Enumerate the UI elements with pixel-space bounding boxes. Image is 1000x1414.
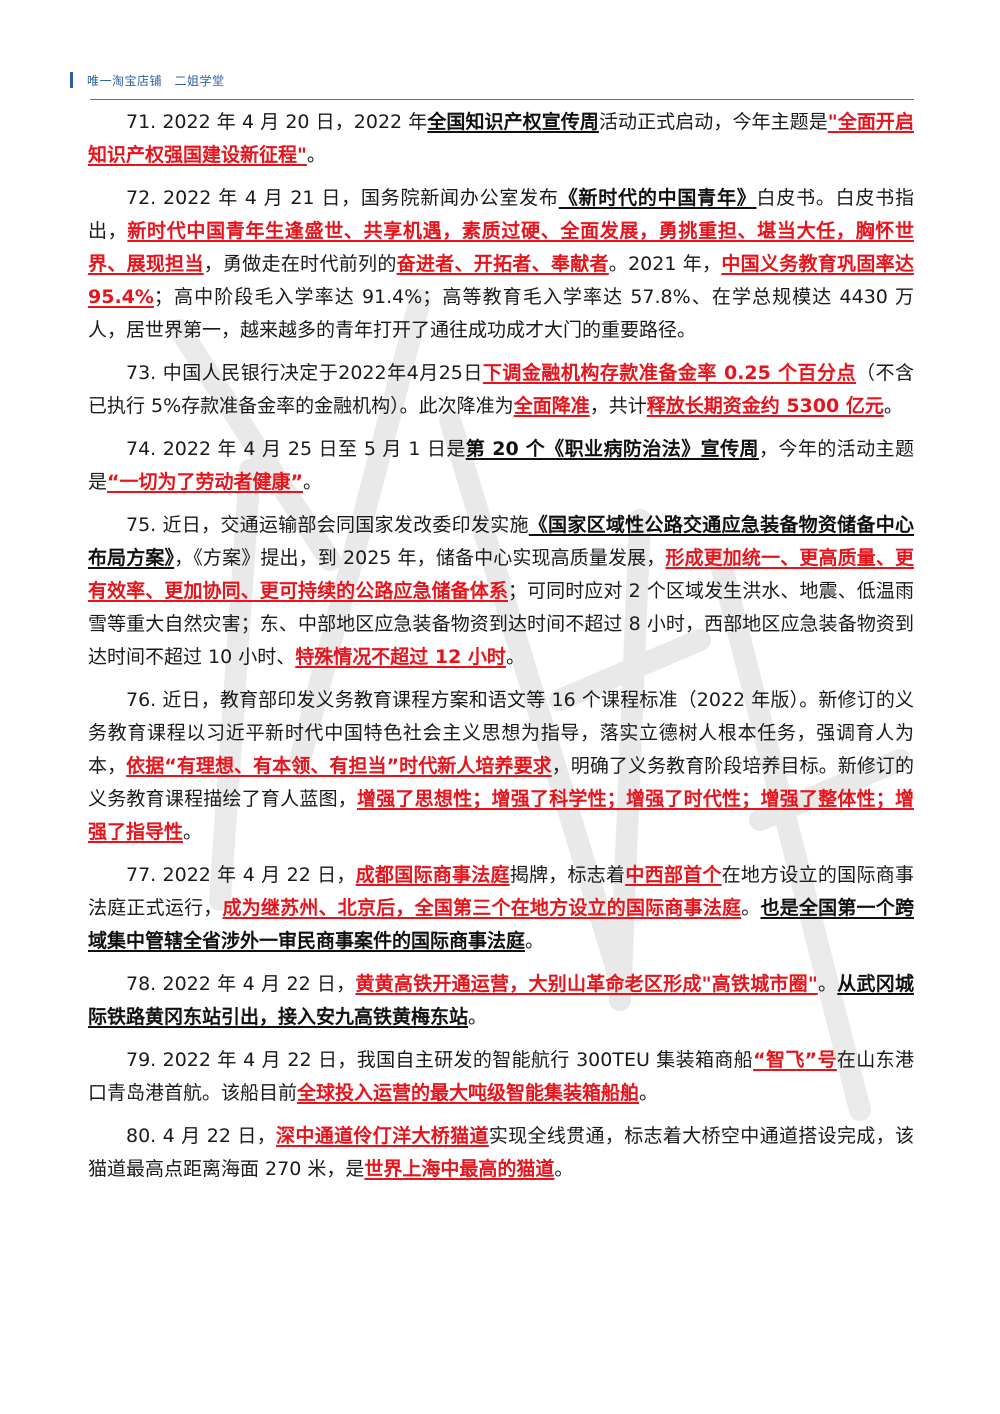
body-text: 79. 2022 年 4 月 22 日，我国自主研发的智能航行 300TEU 集… — [126, 1049, 754, 1071]
highlight-bold-text: 《新时代的中国青年》 — [558, 187, 757, 209]
body-text: 。 — [883, 395, 903, 417]
body-text: 。 — [306, 144, 326, 166]
highlight-red-text: 释放长期资金约 5300 亿元 — [646, 395, 884, 417]
body-text: ；高中阶段毛入学率达 91.4%；高等教育毛入学率达 57.8%、在学总规模达 … — [88, 286, 914, 341]
body-text: 。 — [183, 821, 203, 843]
highlight-red-text: 奋进者、开拓者、奉献者 — [396, 253, 609, 275]
body-text: 74. 2022 年 4 月 25 日至 5 月 1 日是 — [126, 438, 466, 460]
highlight-red-text: "全面开启知识产权强国建设新征程" — [88, 111, 914, 166]
header-divider — [90, 99, 914, 100]
body-text: 实现全线贯通，标志着大桥空中通道搭设完成，该猫道最高点距离海面 270 米，是 — [88, 1125, 914, 1180]
body-text: 71. 2022 年 4 月 20 日，2022 年 — [126, 111, 428, 133]
body-text: 80. 4 月 22 日， — [126, 1125, 277, 1147]
body-text: 。 — [468, 1006, 488, 1028]
highlight-red-text: “一切为了劳动者健康” — [107, 471, 303, 493]
header-accent-bar — [70, 72, 73, 88]
news-item-74: 74. 2022 年 4 月 25 日至 5 月 1 日是第 20 个《职业病防… — [88, 433, 914, 499]
body-text: ，勇做走在时代前列的 — [203, 253, 397, 275]
body-text: ，《方案》提出，到 2025 年，储备中心实现高质量发展， — [174, 547, 666, 569]
body-text: 78. 2022 年 4 月 22 日， — [126, 973, 356, 995]
body-text: 。 — [639, 1082, 659, 1104]
highlight-red-text: 世界上海中最高的猫道 — [364, 1158, 555, 1180]
news-item-73: 73. 中国人民银行决定于2022年4月25日下调金融机构存款准备金率 0.25… — [88, 357, 914, 423]
body-text: 。 — [554, 1158, 574, 1180]
news-item-71: 71. 2022 年 4 月 20 日，2022 年全国知识产权宣传周活动正式启… — [88, 106, 914, 172]
body-text: 。2021 年， — [608, 253, 722, 275]
body-text: ，共计 — [589, 395, 647, 417]
body-text: ，今年的活动主题是 — [88, 438, 914, 493]
body-text: 75. 近日，交通运输部会同国家发改委印发实施 — [126, 514, 529, 536]
body-text: 揭牌，标志着 — [509, 864, 626, 886]
body-text: 。 — [303, 471, 323, 493]
body-text: 。 — [817, 973, 838, 995]
page-header: 唯一淘宝店铺 二姐学堂 — [70, 70, 225, 90]
news-item-78: 78. 2022 年 4 月 22 日，黄黄高铁开通运营，大别山革命老区形成"高… — [88, 968, 914, 1034]
news-item-76: 76. 近日，教育部印发义务教育课程方案和语文等 16 个课程标准（2022 年… — [88, 684, 914, 849]
news-item-79: 79. 2022 年 4 月 22 日，我国自主研发的智能航行 300TEU 集… — [88, 1044, 914, 1110]
highlight-red-text: 特殊情况不超过 12 小时 — [295, 646, 506, 668]
body-text: 。 — [505, 646, 525, 668]
news-item-77: 77. 2022 年 4 月 22 日，成都国际商事法庭揭牌，标志着中西部首个在… — [88, 859, 914, 958]
highlight-red-text: “智飞”号 — [753, 1049, 837, 1071]
news-item-72: 72. 2022 年 4 月 21 日，国务院新闻办公室发布《新时代的中国青年》… — [88, 182, 914, 347]
highlight-red-text: 成都国际商事法庭 — [355, 864, 510, 886]
body-text: 。 — [741, 897, 761, 919]
highlight-red-text: 中国义务教育巩固率达 95.4% — [88, 253, 914, 308]
document-body: 71. 2022 年 4 月 20 日，2022 年全国知识产权宣传周活动正式启… — [88, 106, 914, 1196]
body-text: 77. 2022 年 4 月 22 日， — [126, 864, 356, 886]
highlight-red-text: 全球投入运营的最大吨级智能集装箱船舶 — [297, 1082, 640, 1104]
header-text: 唯一淘宝店铺 二姐学堂 — [87, 73, 225, 88]
body-text: 。 — [525, 930, 545, 952]
highlight-red-text: 全面降准 — [513, 395, 590, 417]
body-text: 白皮书。白皮书指出， — [88, 187, 914, 242]
highlight-bold-text: 全国知识产权宣传周 — [427, 111, 599, 133]
highlight-red-text: 下调金融机构存款准备金率 0.25 个百分点 — [482, 362, 856, 384]
body-text: 72. 2022 年 4 月 21 日，国务院新闻办公室发布 — [126, 187, 559, 209]
highlight-red-text: 新时代中国青年生逢盛世、共享机遇，素质过硬、全面发展，勇挑重担、堪当大任，胸怀世… — [88, 220, 914, 275]
body-text: 73. 中国人民银行决定于2022年4月25日 — [126, 362, 483, 384]
news-item-75: 75. 近日，交通运输部会同国家发改委印发实施《国家区域性公路交通应急装备物资储… — [88, 509, 914, 674]
highlight-red-text: 成为继苏州、北京后，全国第三个在地方设立的国际商事法庭 — [222, 897, 742, 919]
body-text: 活动正式启动，今年主题是 — [598, 111, 828, 133]
highlight-bold-text: 第 20 个《职业病防治法》宣传周 — [465, 438, 759, 460]
highlight-red-text: 黄黄高铁开通运营，大别山革命老区形成"高铁城市圈" — [355, 973, 818, 995]
highlight-red-text: 依据“有理想、有本领、有担当”时代新人培养要求 — [126, 755, 552, 777]
highlight-red-text: 中西部首个 — [625, 864, 722, 886]
highlight-red-text: 深中通道伶仃洋大桥猫道 — [276, 1125, 489, 1147]
news-item-80: 80. 4 月 22 日，深中通道伶仃洋大桥猫道实现全线贯通，标志着大桥空中通道… — [88, 1120, 914, 1186]
